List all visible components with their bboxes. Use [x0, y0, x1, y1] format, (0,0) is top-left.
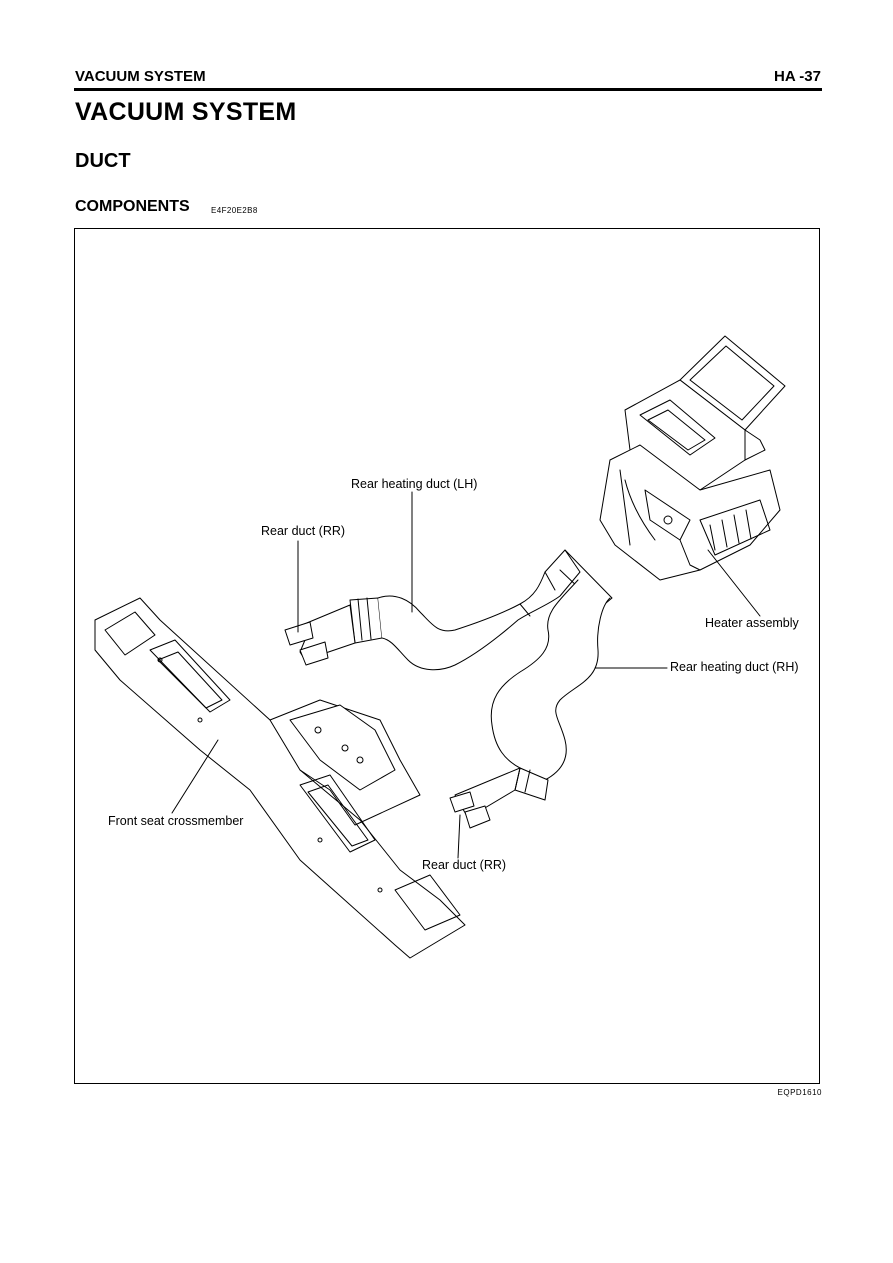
label-rear-duct-rr-bottom: Rear duct (RR) [422, 858, 507, 872]
page-subtitle: DUCT [75, 150, 131, 172]
figure-frame [74, 228, 820, 1084]
front-seat-crossmember-drawing [94, 597, 466, 959]
heater-assembly-drawing [599, 335, 786, 581]
page-title: VACUUM SYSTEM [75, 98, 297, 126]
rear-heating-duct-rh-drawing [449, 579, 611, 829]
section-code: E4F20E2B8 [211, 206, 258, 215]
section-heading: COMPONENTS [75, 198, 190, 215]
label-rear-duct-rr-top: Rear duct (RR) [261, 524, 346, 538]
leader-lines [171, 491, 761, 859]
figure-code: EQPD1610 [777, 1088, 822, 1097]
rear-heating-duct-lh-drawing [284, 549, 613, 671]
label-front-seat-crossmember: Front seat crossmember [108, 814, 244, 828]
label-rear-heating-duct-rh: Rear heating duct (RH) [670, 660, 799, 674]
header-page-number: HA -37 [774, 68, 821, 85]
header-rule [74, 88, 822, 91]
label-heater-assembly: Heater assembly [705, 616, 799, 630]
header-section: VACUUM SYSTEM [75, 68, 206, 85]
label-rear-heating-duct-lh: Rear heating duct (LH) [351, 477, 478, 491]
